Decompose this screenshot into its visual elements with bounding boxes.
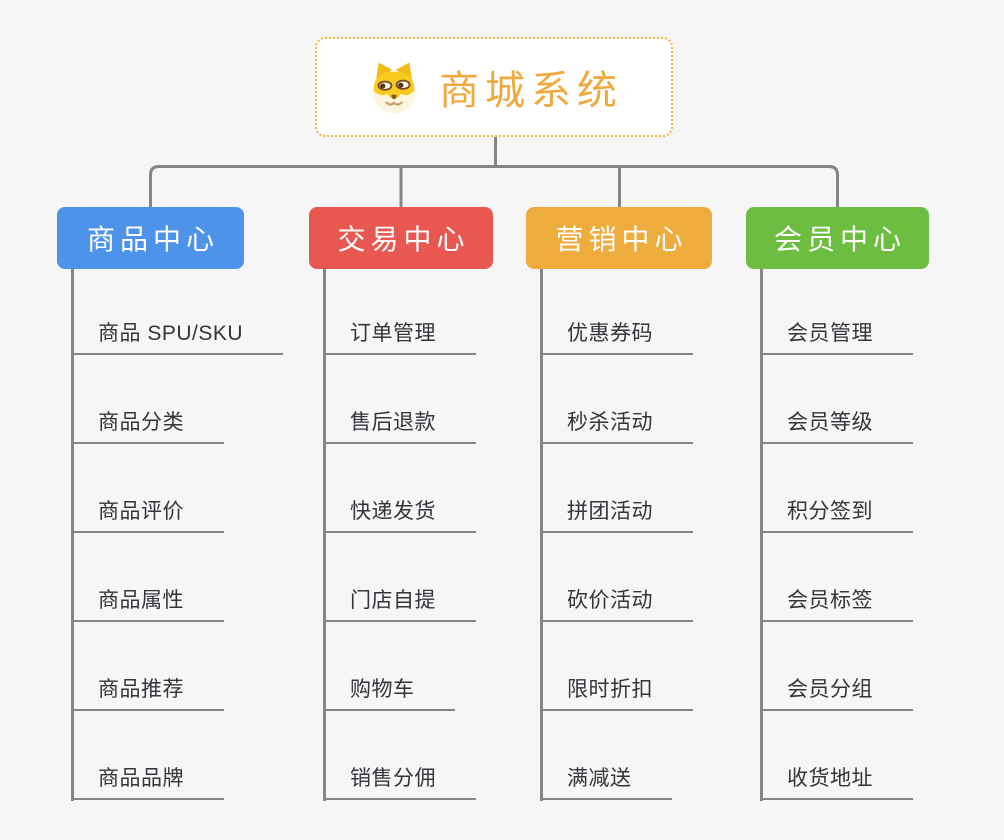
root-topic-title: 商城系统: [439, 69, 623, 113]
child-topic[interactable]: 销售分佣: [324, 762, 476, 800]
branch-label: 会员中心: [773, 224, 906, 255]
child-topic[interactable]: 秒杀活动: [541, 406, 693, 444]
child-topic[interactable]: 商品属性: [72, 584, 224, 622]
child-topic-label: 商品推荐: [98, 678, 184, 701]
branch-node[interactable]: 商品中心: [57, 207, 244, 269]
branch-trunk-line: [70, 269, 74, 801]
child-topic[interactable]: 商品分类: [72, 406, 224, 444]
branch-node[interactable]: 交易中心: [309, 207, 493, 269]
branch-node[interactable]: 会员中心: [746, 207, 929, 269]
child-topic[interactable]: 订单管理: [324, 317, 476, 355]
child-topic[interactable]: 砍价活动: [541, 584, 693, 622]
child-topic-label: 销售分佣: [350, 767, 436, 790]
child-topic[interactable]: 会员管理: [761, 317, 913, 355]
child-topic-label: 满减送: [567, 767, 632, 790]
child-topic[interactable]: 商品评价: [72, 495, 224, 533]
child-topic-label: 会员分组: [787, 678, 873, 701]
branch-rail-line: [149, 165, 839, 207]
child-topic-label: 积分签到: [787, 500, 873, 523]
child-topic[interactable]: 购物车: [324, 673, 455, 711]
child-topic[interactable]: 门店自提: [324, 584, 476, 622]
branch-label: 交易中心: [337, 224, 470, 255]
child-topic-label: 会员管理: [787, 322, 873, 345]
child-topic-label: 拼团活动: [567, 500, 653, 523]
child-topic-label: 商品评价: [98, 500, 184, 523]
child-topic[interactable]: 收货地址: [761, 762, 913, 800]
branch-trunk-line: [759, 269, 763, 801]
child-topic-label: 会员等级: [787, 411, 873, 434]
child-topic[interactable]: 商品推荐: [72, 673, 224, 711]
child-topic[interactable]: 拼团活动: [541, 495, 693, 533]
child-topic[interactable]: 会员等级: [761, 406, 913, 444]
child-topic[interactable]: 满减送: [541, 762, 672, 800]
child-topic-label: 订单管理: [350, 322, 436, 345]
child-topic[interactable]: 商品品牌: [72, 762, 224, 800]
child-topic-label: 会员标签: [787, 589, 873, 612]
branch-trunk-line: [322, 269, 326, 801]
root-topic[interactable]: 商城系统: [315, 37, 673, 137]
child-topic-label: 售后退款: [350, 411, 436, 434]
child-topic[interactable]: 售后退款: [324, 406, 476, 444]
branch-node[interactable]: 营销中心: [526, 207, 712, 269]
child-topic-label: 购物车: [350, 678, 415, 701]
branch-label: 营销中心: [555, 224, 688, 255]
child-topic[interactable]: 优惠券码: [541, 317, 693, 355]
child-topic-label: 优惠券码: [567, 322, 653, 345]
child-topic-label: 商品 SPU/SKU: [98, 322, 244, 345]
child-topic[interactable]: 积分签到: [761, 495, 913, 533]
child-topic-label: 商品分类: [98, 411, 184, 434]
branch-trunk-line: [539, 269, 543, 801]
child-topic-label: 商品品牌: [98, 767, 184, 790]
child-topic-label: 收货地址: [787, 767, 873, 790]
child-topic[interactable]: 限时折扣: [541, 673, 693, 711]
child-topic-label: 砍价活动: [567, 589, 653, 612]
child-topic[interactable]: 会员标签: [761, 584, 913, 622]
child-topic[interactable]: 快递发货: [324, 495, 476, 533]
branch-label: 商品中心: [86, 224, 219, 255]
dog-face-icon: [373, 62, 415, 114]
child-topic[interactable]: 会员分组: [761, 673, 913, 711]
child-topic-label: 门店自提: [350, 589, 436, 612]
child-topic-label: 快递发货: [350, 500, 436, 523]
child-topic-label: 秒杀活动: [567, 411, 653, 434]
child-topic[interactable]: 商品 SPU/SKU: [72, 317, 284, 355]
child-topic-label: 限时折扣: [567, 678, 653, 701]
child-topic-label: 商品属性: [98, 589, 184, 612]
